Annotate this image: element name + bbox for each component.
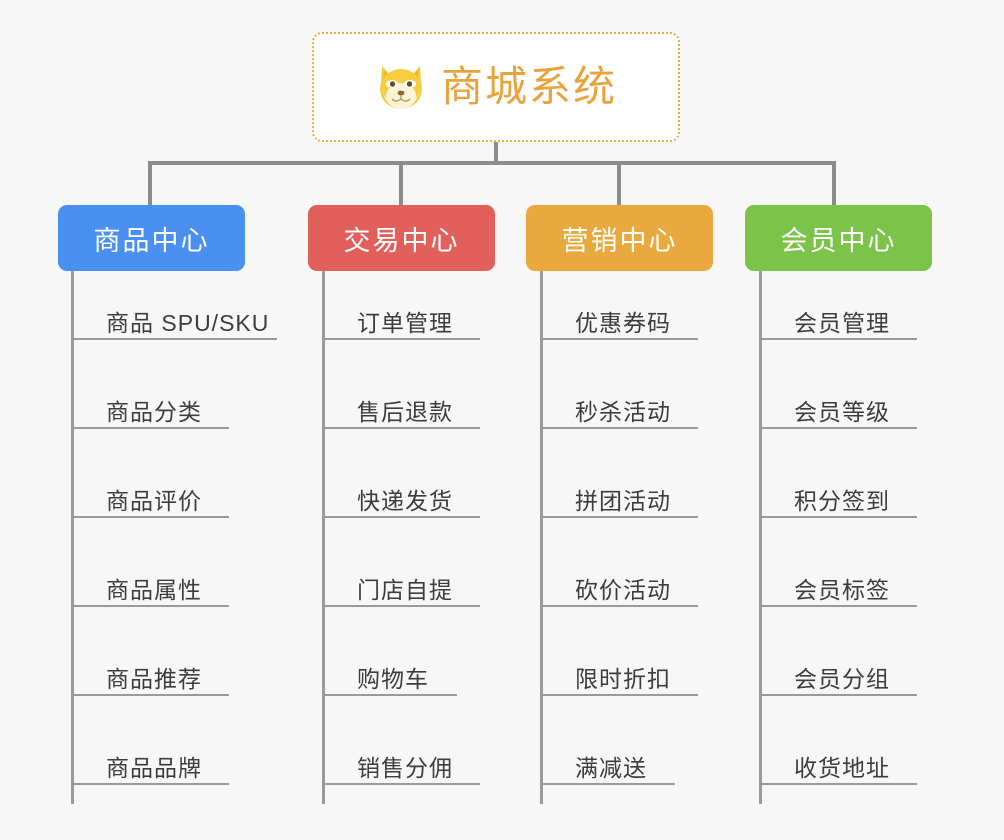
leaf-item[interactable]: 门店自提 xyxy=(325,563,480,607)
category-header-营销中心[interactable]: 营销中心 xyxy=(526,205,713,271)
root-title: 商城系统 xyxy=(440,63,617,110)
leaf-item-label: 会员标签 xyxy=(794,577,890,603)
leaf-item-label: 商品分类 xyxy=(106,399,202,425)
horizontal-bus-connector xyxy=(148,161,836,165)
leaf-item-label: 商品评价 xyxy=(106,488,202,514)
leaf-item-label: 拼团活动 xyxy=(575,488,671,514)
column-trunk xyxy=(71,271,74,804)
leaf-item-label: 商品属性 xyxy=(106,577,202,603)
root-node[interactable]: 商城系统 xyxy=(312,32,680,142)
leaf-item-label: 会员管理 xyxy=(794,310,890,336)
leaf-item-label: 满减送 xyxy=(575,755,647,781)
leaf-item-label: 会员等级 xyxy=(794,399,890,425)
leaf-item-label: 商品推荐 xyxy=(106,666,202,692)
column-trunk xyxy=(759,271,762,804)
leaf-item-label: 售后退款 xyxy=(357,399,453,425)
root-stem-connector xyxy=(494,142,498,164)
category-header-商品中心[interactable]: 商品中心 xyxy=(58,205,245,271)
category-header-label: 会员中心 xyxy=(780,225,897,256)
leaf-item-label: 快递发货 xyxy=(357,488,453,514)
leaf-item-label: 积分签到 xyxy=(794,488,890,514)
leaf-item-label: 门店自提 xyxy=(357,577,453,603)
leaf-item-label: 订单管理 xyxy=(357,310,453,336)
shiba-dog-face-icon xyxy=(375,62,427,112)
leaf-item-label: 砍价活动 xyxy=(575,577,671,603)
leaf-item[interactable]: 商品评价 xyxy=(74,474,229,518)
leaf-item-label: 销售分佣 xyxy=(357,755,453,781)
leaf-item[interactable]: 收货地址 xyxy=(762,741,917,785)
leaf-item-label: 秒杀活动 xyxy=(575,399,671,425)
leaf-item[interactable]: 销售分佣 xyxy=(325,741,480,785)
leaf-item[interactable]: 快递发货 xyxy=(325,474,480,518)
leaf-item[interactable]: 会员标签 xyxy=(762,563,917,607)
leaf-item[interactable]: 会员等级 xyxy=(762,385,917,429)
category-header-会员中心[interactable]: 会员中心 xyxy=(745,205,932,271)
leaf-item-label: 购物车 xyxy=(357,666,429,692)
leaf-item[interactable]: 购物车 xyxy=(325,652,457,696)
leaf-item-label: 限时折扣 xyxy=(575,666,671,692)
leaf-item[interactable]: 售后退款 xyxy=(325,385,480,429)
leaf-item[interactable]: 订单管理 xyxy=(325,296,480,340)
leaf-item[interactable]: 秒杀活动 xyxy=(543,385,698,429)
leaf-item[interactable]: 商品品牌 xyxy=(74,741,229,785)
leaf-item[interactable]: 砍价活动 xyxy=(543,563,698,607)
leaf-item[interactable]: 商品分类 xyxy=(74,385,229,429)
leaf-item-label: 商品品牌 xyxy=(106,755,202,781)
leaf-item-label: 商品 SPU/SKU xyxy=(106,310,270,336)
leaf-item[interactable]: 限时折扣 xyxy=(543,652,698,696)
drop-connector-4 xyxy=(832,161,836,205)
leaf-item[interactable]: 商品 SPU/SKU xyxy=(74,296,277,340)
drop-connector-3 xyxy=(617,161,621,205)
category-header-label: 交易中心 xyxy=(343,225,460,256)
leaf-item[interactable]: 会员分组 xyxy=(762,652,917,696)
leaf-item[interactable]: 拼团活动 xyxy=(543,474,698,518)
leaf-item[interactable]: 优惠券码 xyxy=(543,296,698,340)
leaf-item-label: 会员分组 xyxy=(794,666,890,692)
drop-connector-1 xyxy=(148,161,152,205)
leaf-item-label: 优惠券码 xyxy=(575,310,671,336)
category-header-label: 商品中心 xyxy=(93,225,210,256)
leaf-item[interactable]: 积分签到 xyxy=(762,474,917,518)
leaf-item[interactable]: 会员管理 xyxy=(762,296,917,340)
leaf-item[interactable]: 商品推荐 xyxy=(74,652,229,696)
drop-connector-2 xyxy=(399,161,403,205)
column-trunk xyxy=(322,271,325,804)
leaf-item[interactable]: 满减送 xyxy=(543,741,675,785)
category-header-交易中心[interactable]: 交易中心 xyxy=(308,205,495,271)
category-header-label: 营销中心 xyxy=(561,225,678,256)
leaf-item[interactable]: 商品属性 xyxy=(74,563,229,607)
leaf-item-label: 收货地址 xyxy=(794,755,890,781)
column-trunk xyxy=(540,271,543,804)
